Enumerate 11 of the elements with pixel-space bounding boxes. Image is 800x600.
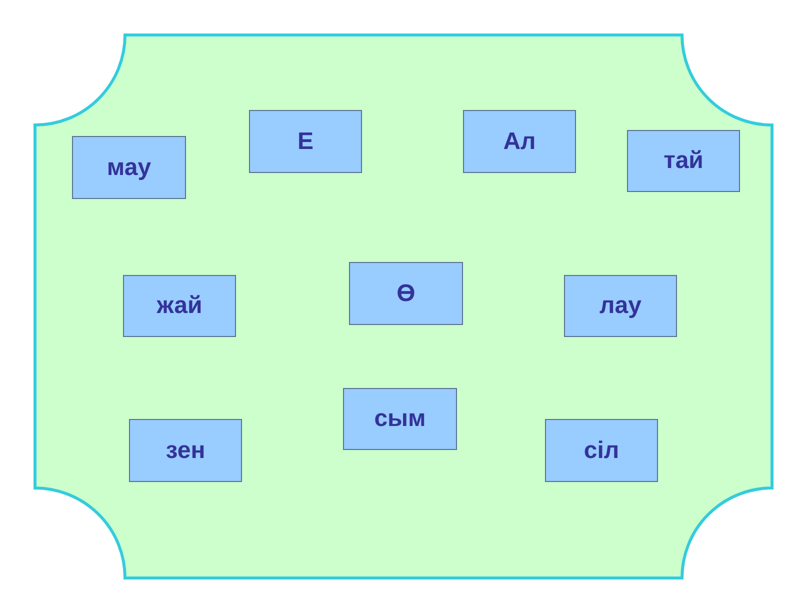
frame-panel [35,35,772,578]
word-card: сіл [545,419,658,482]
word-card: зен [129,419,242,482]
word-card: сым [343,388,457,450]
word-card: жай [123,275,236,337]
word-card: мау [72,136,186,199]
word-card: лау [564,275,677,337]
word-card: Ө [349,262,463,325]
word-card: Е [249,110,362,173]
word-card: тай [627,130,740,192]
word-card: Ал [463,110,576,173]
